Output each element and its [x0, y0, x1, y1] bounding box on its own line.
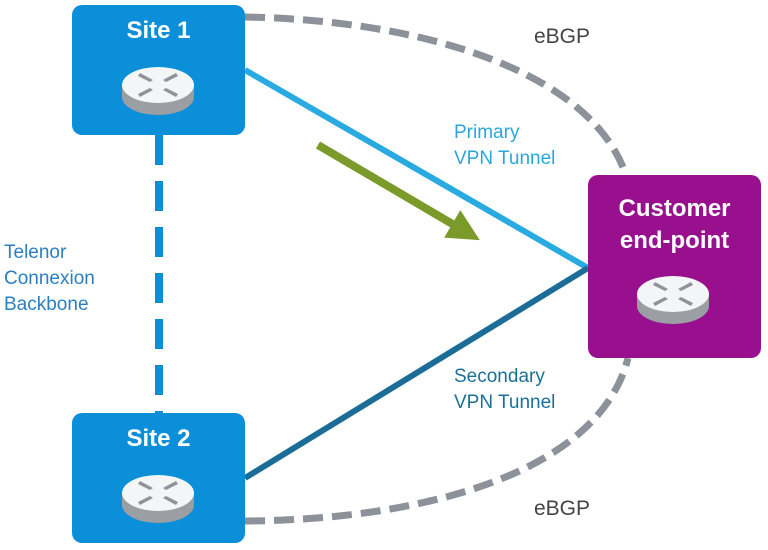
primary-vpn-tunnel-link: [243, 67, 590, 271]
router-icon: [122, 67, 194, 115]
customer-end-point-node[interactable]: Customer end-point: [588, 175, 761, 358]
router-icon: [122, 475, 194, 523]
customer-title-line2: end-point: [619, 227, 730, 254]
ebgp-bottom-link: [244, 357, 632, 525]
backbone-label-line3: Backbone: [4, 294, 89, 315]
secondary-vpn-tunnel-link: [243, 265, 590, 481]
primary-vpn-tunnel-label: Primary VPN Tunnel: [454, 120, 555, 172]
backbone-label-line2: Connexion: [4, 268, 95, 289]
site-1-node[interactable]: Site 1: [72, 5, 245, 135]
backbone-label-line1: Telenor: [4, 242, 67, 263]
customer-title-line1: Customer: [618, 195, 731, 222]
customer-end-point-title: Customer end-point: [588, 193, 761, 257]
ebgp-top-label: eBGP: [534, 25, 591, 48]
site-1-title: Site 1: [126, 17, 191, 44]
ebgp-top-link: [244, 13, 630, 177]
primary-label-line2: VPN Tunnel: [454, 148, 556, 169]
secondary-vpn-tunnel-label: Secondary VPN Tunnel: [454, 364, 555, 416]
router-icon: [637, 276, 709, 324]
site-2-node[interactable]: Site 2: [72, 413, 245, 543]
primary-label-line1: Primary: [454, 122, 520, 143]
traffic-direction-arrow: [315, 141, 480, 241]
secondary-label-line1: Secondary: [454, 366, 545, 387]
site-2-title: Site 2: [126, 425, 191, 452]
ebgp-bottom-label: eBGP: [534, 497, 591, 520]
secondary-label-line2: VPN Tunnel: [454, 392, 556, 413]
backbone-label: Telenor Connexion Backbone: [4, 240, 95, 318]
